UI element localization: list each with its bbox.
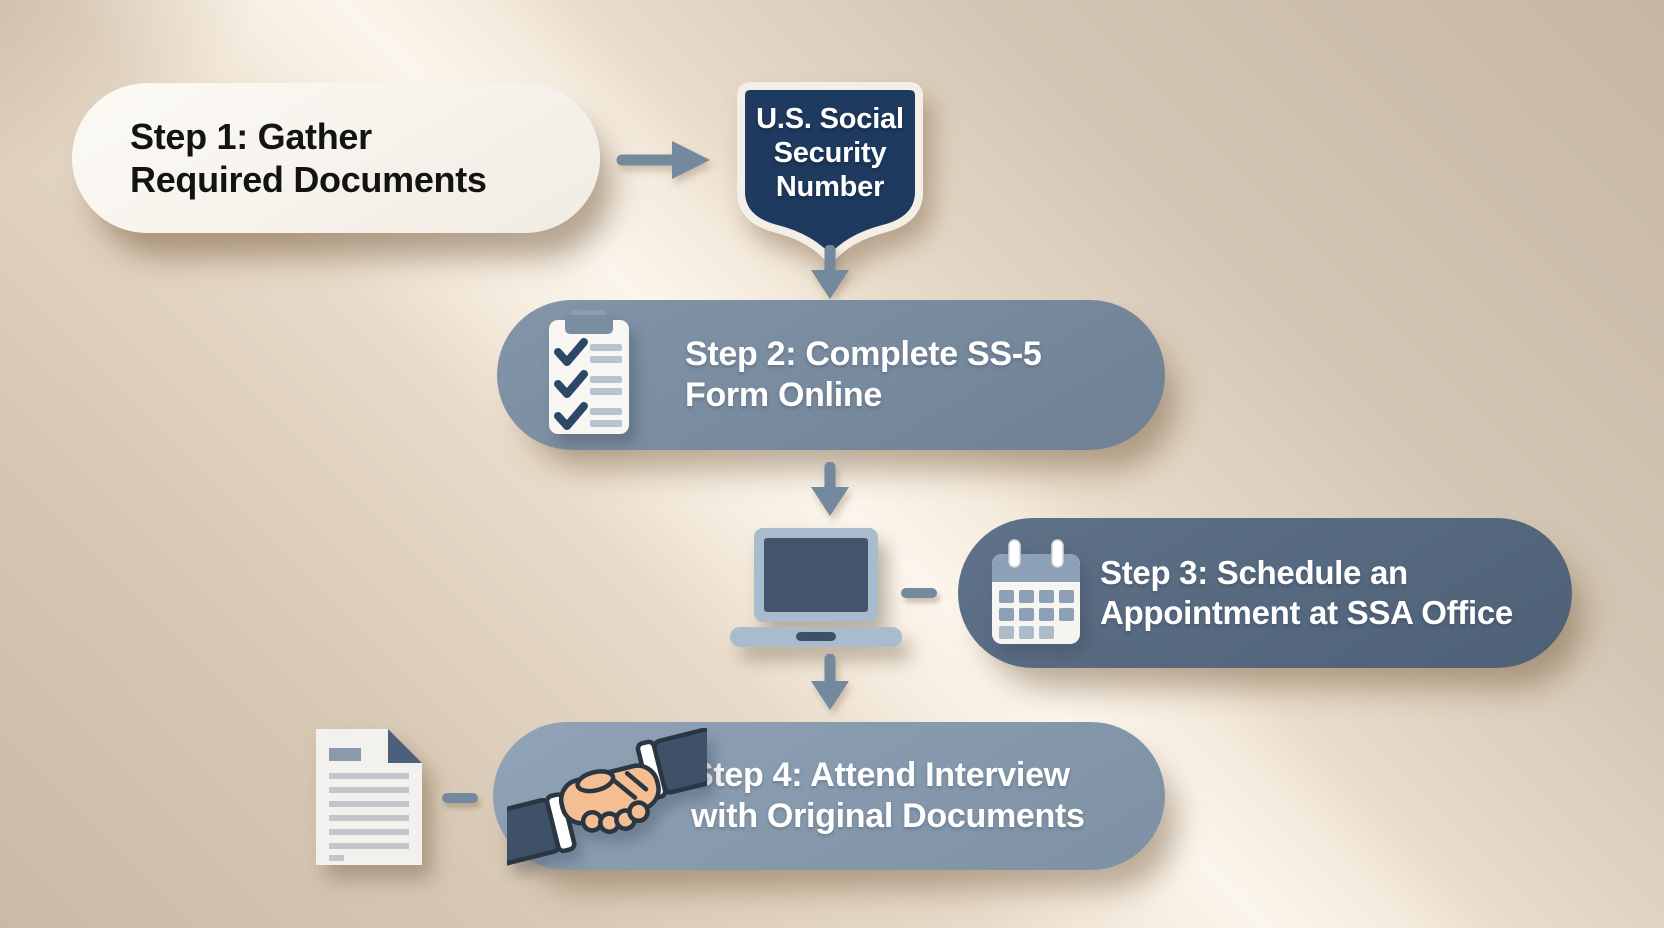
step-3-label-line-1: Step 3: Schedule an (1100, 554, 1408, 592)
laptop-icon (730, 528, 902, 647)
step-1-label: Step 1: Gather Required Documents (72, 115, 487, 201)
calendar-icon (992, 539, 1080, 644)
ssn-badge-line-1: U.S. Social (756, 103, 904, 135)
arrow-right-icon (616, 141, 710, 179)
step-4-label: Step 4: Attend Interview with Original D… (493, 755, 1085, 837)
arrow-down-icon (811, 462, 849, 516)
step-4-node: Step 4: Attend Interview with Original D… (493, 722, 1165, 870)
step-1-node: Step 1: Gather Required Documents (72, 83, 600, 233)
step-2-label: Step 2: Complete SS-5 Form Online (497, 334, 1042, 416)
ssn-badge-line-3: Number (775, 171, 885, 204)
step-2-label-line-1: Step 2: Complete SS-5 (685, 335, 1042, 374)
step-4-label-line-1: Step 4: Attend Interview (691, 756, 1070, 795)
checklist-clipboard-icon (549, 310, 629, 434)
step-3-node: Step 3: Schedule an Appointment at SSA O… (958, 518, 1572, 668)
connector-dash (442, 793, 478, 803)
step-1-label-line-2: Required Documents (130, 159, 487, 200)
ssn-badge-line-2: Security (773, 137, 887, 170)
step-2-label-line-2: Form Online (685, 376, 882, 414)
ssn-badge-label: U.S. Social Security Number (735, 102, 925, 205)
arrow-down-icon (811, 245, 849, 299)
connector-dash (901, 588, 937, 598)
step-2-node: Step 2: Complete SS-5 Form Online (497, 300, 1165, 450)
step-3-label: Step 3: Schedule an Appointment at SSA O… (958, 553, 1513, 632)
arrow-down-icon (811, 654, 849, 710)
step-4-label-line-2: with Original Documents (691, 797, 1085, 835)
ssn-badge: U.S. Social Security Number (735, 80, 925, 290)
document-icon (316, 729, 422, 865)
step-3-label-line-2: Appointment at SSA Office (1100, 594, 1513, 631)
handshake-icon (507, 728, 707, 867)
step-1-label-line-1: Step 1: Gather (130, 115, 372, 157)
